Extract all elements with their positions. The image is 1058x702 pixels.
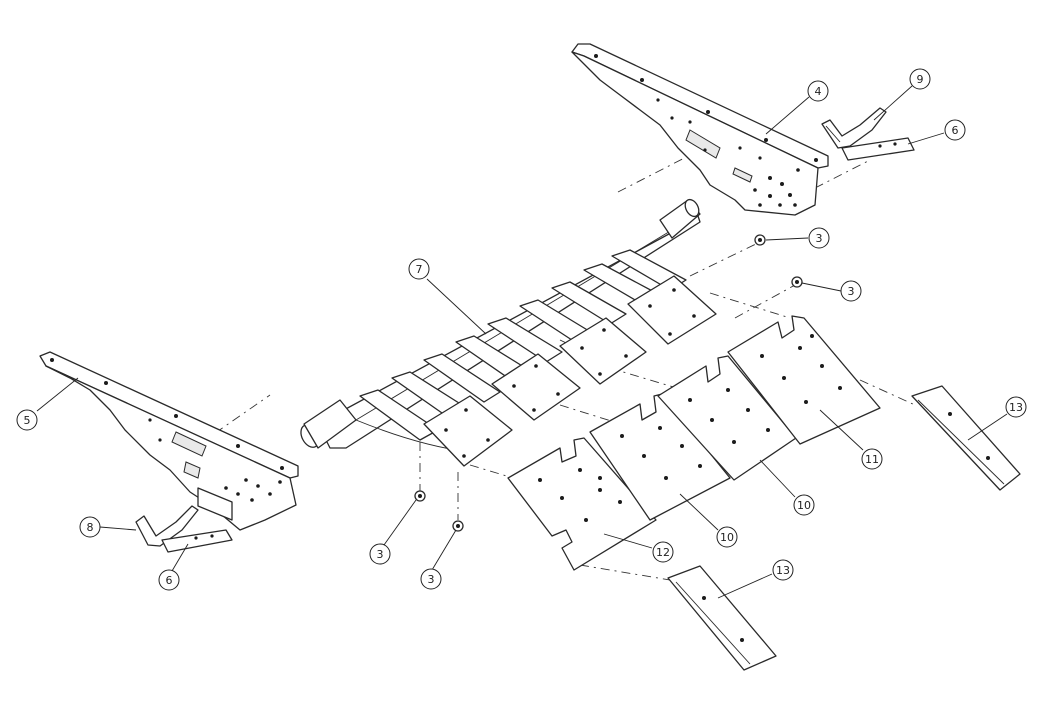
callout-12: 12 [652, 541, 674, 563]
callout-4: 4 [807, 80, 829, 102]
bar-13-right [911, 385, 1021, 491]
tine-plate-10-a [589, 393, 731, 521]
callout-11: 11 [861, 448, 883, 470]
callout-3-upper-b: 3 [840, 280, 862, 302]
tine-plate-11 [727, 315, 881, 445]
callout-3-lower-b-label: 3 [428, 573, 435, 586]
callout-10-b-label: 10 [720, 531, 734, 544]
callout-6-right-label: 6 [952, 124, 959, 137]
callout-3-upper-a-label: 3 [816, 232, 823, 245]
callout-8-label: 8 [87, 521, 94, 534]
nuts [414, 234, 803, 532]
callout-13-right-label: 13 [1009, 401, 1023, 414]
callout-5-label: 5 [24, 414, 31, 427]
callout-13-bottom-label: 13 [776, 564, 790, 577]
tine-plate-12 [507, 437, 657, 571]
bar-13-bottom [667, 565, 777, 671]
callout-8: 8 [79, 516, 101, 538]
callout-7: 7 [408, 258, 430, 280]
callout-4-label: 4 [815, 85, 822, 98]
callout-leaders [36, 85, 1008, 599]
callout-10-a: 10 [793, 494, 815, 516]
tine-plate-10-b [657, 355, 797, 481]
hanger-left [135, 505, 199, 547]
callout-3-upper-a: 3 [808, 227, 830, 249]
side-frame-left [39, 351, 299, 531]
callout-6-left: 6 [158, 569, 180, 591]
mounting-plates [423, 275, 717, 467]
bracket-left [161, 529, 233, 553]
callout-11-label: 11 [865, 453, 879, 466]
callout-9: 9 [909, 68, 931, 90]
callout-5: 5 [16, 409, 38, 431]
callout-6-right: 6 [944, 119, 966, 141]
callout-3-upper-b-label: 3 [848, 285, 855, 298]
callout-3-lower-b: 3 [420, 568, 442, 590]
callout-13-right: 13 [1005, 396, 1027, 418]
callout-7-label: 7 [416, 263, 423, 276]
callout-9-label: 9 [917, 73, 924, 86]
bracket-right [841, 137, 915, 161]
hanger-right [821, 107, 887, 149]
callout-13-bottom: 13 [772, 559, 794, 581]
callout-6-left-label: 6 [166, 574, 173, 587]
shaft-assembly [300, 198, 717, 467]
callout-3-lower-a: 3 [369, 543, 391, 565]
callout-10-a-label: 10 [797, 499, 811, 512]
callout-3-lower-a-label: 3 [377, 548, 384, 561]
callout-10-b: 10 [716, 526, 738, 548]
callout-12-label: 12 [656, 546, 670, 559]
side-frame-right [571, 43, 829, 216]
